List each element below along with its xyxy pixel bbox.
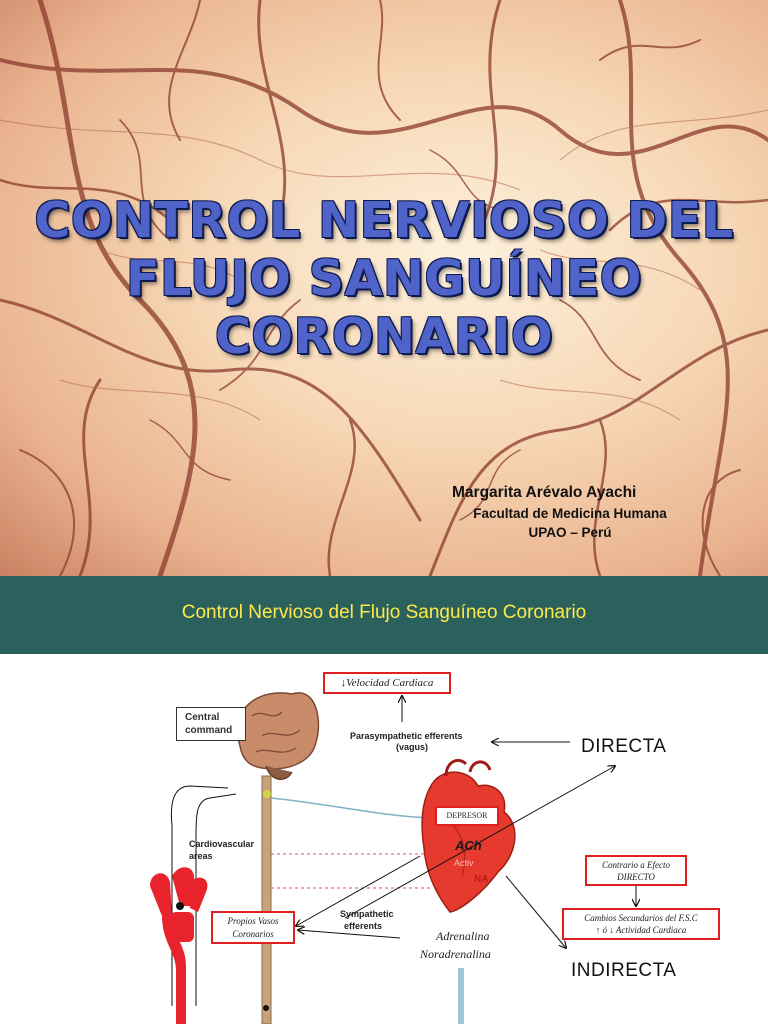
heart-image: [421, 759, 516, 913]
contrario-efecto-box: Contrario a Efecto DIRECTO: [585, 855, 687, 886]
diagram-slide: Control Nervioso del Flujo Sanguíneo Cor…: [0, 576, 768, 1024]
iv-pole: [458, 968, 464, 1024]
velocidad-cardiaca-box: ↓Velocidad Cardiaca: [323, 672, 451, 694]
down-arrow-icon: ↓: [340, 677, 347, 689]
velocidad-label: Velocidad Cardiaca: [346, 677, 434, 689]
arrow-to-propios-vasos: [296, 855, 421, 926]
na-label: NA: [474, 874, 489, 885]
aorta-image: [150, 867, 208, 1024]
cambios-line-2: ↑ ó ↓ Actividad Cardiaca: [564, 924, 718, 936]
author-name: Margarita Arévalo Ayachi: [452, 484, 637, 501]
nerve-network-background: [0, 0, 768, 576]
propios-vasos-box: Propios Vasos Coronarios: [211, 911, 295, 944]
sympathetic-label: Sympathetic efferents: [340, 908, 394, 932]
slide-title: CONTROL NERVIOSO DEL FLUJO SANGUÍNEO COR…: [0, 192, 768, 366]
cambios-actividad: Actividad Cardiaca: [615, 925, 687, 935]
propios-line-2: Coronarios: [232, 929, 274, 939]
indirecta-label: INDIRECTA: [571, 960, 677, 981]
sympathetic-line-1: Sympathetic: [340, 909, 394, 919]
contrario-line-1: Contrario a Efecto: [602, 860, 670, 870]
university-name: UPAO – Perú: [528, 525, 612, 540]
down-arrow-icon: ↓: [609, 925, 614, 935]
depresor-box: DEPRESOR: [435, 806, 499, 826]
banner-title: Control Nervioso del Flujo Sanguíneo Cor…: [181, 602, 587, 623]
directa-label: DIRECTA: [581, 736, 667, 757]
ach-label: ACh: [455, 838, 482, 853]
arrow-to-directa: [344, 766, 615, 919]
noradrenalina-label: Noradrenalina: [420, 947, 491, 961]
cambios-secundarios-box: Cambios Secundarios del F.S.C ↑ ó ↓ Acti…: [562, 908, 720, 940]
contrario-line-2: DIRECTO: [617, 872, 655, 882]
adrenalina-label: Adrenalina: [436, 929, 490, 943]
up-arrow-icon: ↑: [595, 925, 601, 935]
spinal-cord: [261, 775, 272, 1024]
nervous-control-diagram: [150, 692, 768, 1024]
vagus-label: (vagus): [396, 742, 429, 752]
parasympathetic-label: Parasympathetic efferents: [350, 731, 463, 741]
sympathetic-line-2: efferents: [344, 921, 383, 931]
depresor-label: DEPRESOR: [446, 811, 488, 820]
central-command-box: Central command: [176, 707, 246, 741]
central-command-label: Central command: [185, 712, 233, 736]
title-slide: CONTROL NERVIOSO DEL FLUJO SANGUÍNEO COR…: [0, 0, 768, 576]
arrow-sympathetic-to-propios: [298, 930, 401, 939]
arrow-to-indirecta: [505, 875, 566, 948]
title-line-1: CONTROL NERVIOSO DEL: [34, 192, 734, 249]
brain-image: [236, 692, 320, 780]
propios-line-1: Propios Vasos: [227, 916, 279, 926]
title-line-3: CORONARIO: [214, 308, 554, 365]
slide-banner: Control Nervioso del Flujo Sanguíneo Cor…: [0, 576, 768, 654]
activ-label: Activ: [454, 858, 474, 868]
title-line-2: FLUJO SANGUÍNEO: [126, 250, 642, 307]
cardiovascular-areas-label: Cardiovascular areas: [189, 839, 255, 861]
cambios-or: ó: [602, 925, 608, 935]
cambios-line-1: Cambios Secundarios del F.S.C: [584, 913, 698, 923]
faculty-name: Facultad de Medicina Humana: [473, 506, 667, 521]
